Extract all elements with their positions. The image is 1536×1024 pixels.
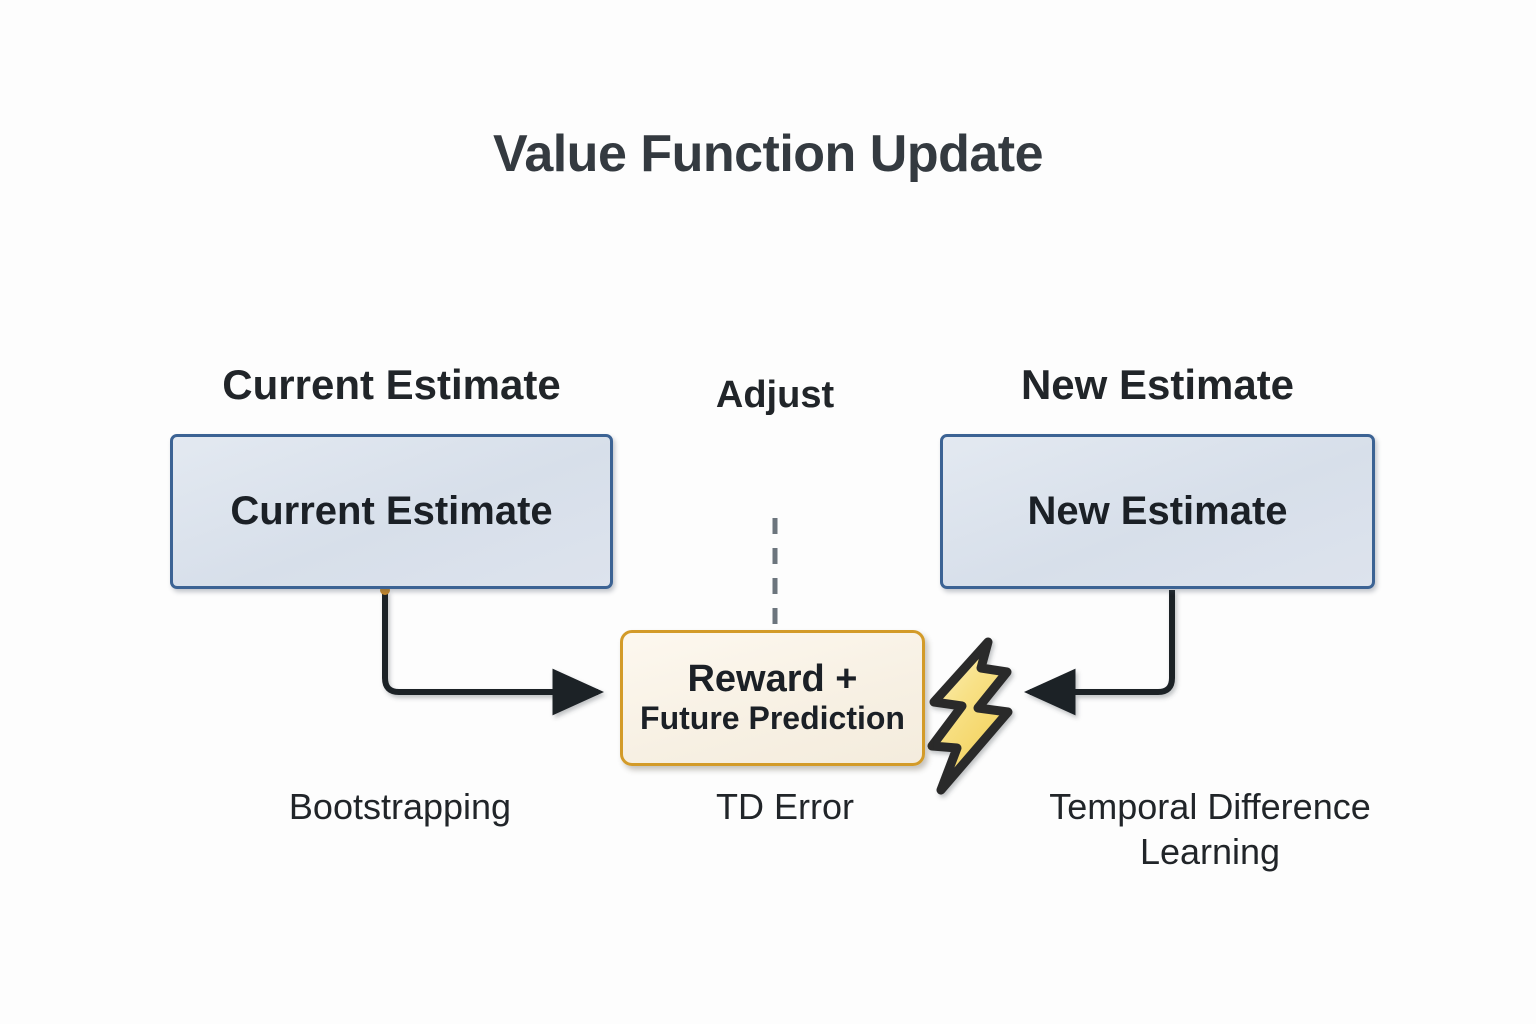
chain-label-bootstrapping: Bootstrapping bbox=[288, 786, 512, 827]
node-box-reward-future-prediction[interactable]: Reward + Future Prediction bbox=[620, 630, 925, 766]
node-box-new-estimate-label: New Estimate bbox=[1027, 489, 1288, 533]
lightning-bolt-icon bbox=[927, 637, 1013, 795]
node-box-reward-label-line1: Reward + bbox=[687, 658, 858, 701]
node-caption-new-estimate: New Estimate bbox=[1020, 361, 1295, 408]
edge-new-to-reward bbox=[1023, 590, 1175, 716]
node-box-reward-label-line2: Future Prediction bbox=[640, 700, 905, 737]
node-box-new-estimate[interactable]: New Estimate bbox=[940, 434, 1375, 589]
edge-label-adjust: Adjust bbox=[715, 374, 835, 416]
page-title: Value Function Update bbox=[493, 125, 1044, 183]
node-box-current-estimate-label: Current Estimate bbox=[230, 489, 553, 533]
chain-label-temporal-difference-learning: Temporal Difference Learning bbox=[1049, 786, 1371, 872]
edge-current-to-reward bbox=[380, 585, 605, 716]
node-caption-current-estimate: Current Estimate bbox=[222, 361, 561, 408]
node-box-current-estimate[interactable]: Current Estimate bbox=[170, 434, 613, 589]
chain-label-td-error: TD Error bbox=[716, 786, 854, 827]
